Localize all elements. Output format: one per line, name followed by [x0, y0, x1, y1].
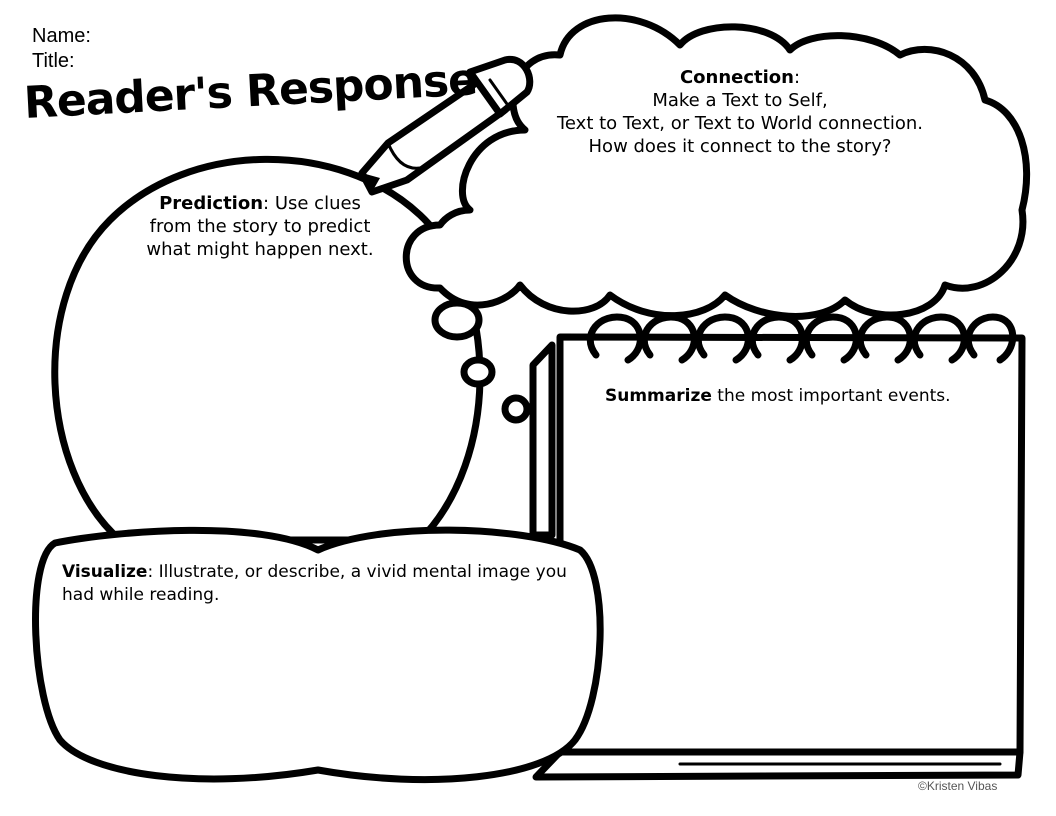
connection-heading-colon: : [793, 67, 801, 88]
visualize-frame [32, 526, 604, 783]
connection-line-1: Make a Text to Self, [652, 90, 828, 111]
connection-heading: Connection [679, 67, 794, 88]
prediction-circle [51, 155, 484, 544]
name-label: Name: [32, 25, 91, 47]
prediction-line-3: what might happen next. [146, 239, 374, 260]
summarize-line: Summarize the most important events. [605, 385, 951, 408]
pencil-icon [358, 55, 534, 196]
notepad-back-page [529, 341, 556, 539]
visualize-line-2: had while reading. [62, 585, 220, 605]
spiral-binding-icon [586, 313, 1017, 364]
prediction-line-1-rest: : Use clues [263, 193, 361, 214]
title-label: Title: [32, 50, 75, 72]
visualize-line-1-rest: : Illustrate, or describe, a vivid menta… [147, 562, 567, 582]
connection-line-3: How does it connect to the story? [588, 136, 892, 157]
connection-line-2: Text to Text, or Text to World connectio… [556, 113, 924, 134]
thought-bubble-small [501, 394, 531, 424]
visualize-heading: Visualize [62, 562, 148, 582]
prediction-line-2: from the story to predict [149, 216, 371, 237]
summarize-rest: the most important events. [711, 386, 951, 406]
summarize-heading: Summarize [605, 386, 712, 406]
prediction-heading: Prediction [159, 193, 264, 214]
thought-bubble-medium [460, 356, 496, 388]
prediction-line-1: Prediction: Use clues [140, 192, 380, 215]
connection-cloud [402, 14, 1031, 320]
visualize-line-1: Visualize: Illustrate, or describe, a vi… [62, 561, 567, 584]
copyright-credit: ©Kristen Vibas [918, 779, 998, 793]
connection-heading-line: Connection: [540, 66, 940, 89]
